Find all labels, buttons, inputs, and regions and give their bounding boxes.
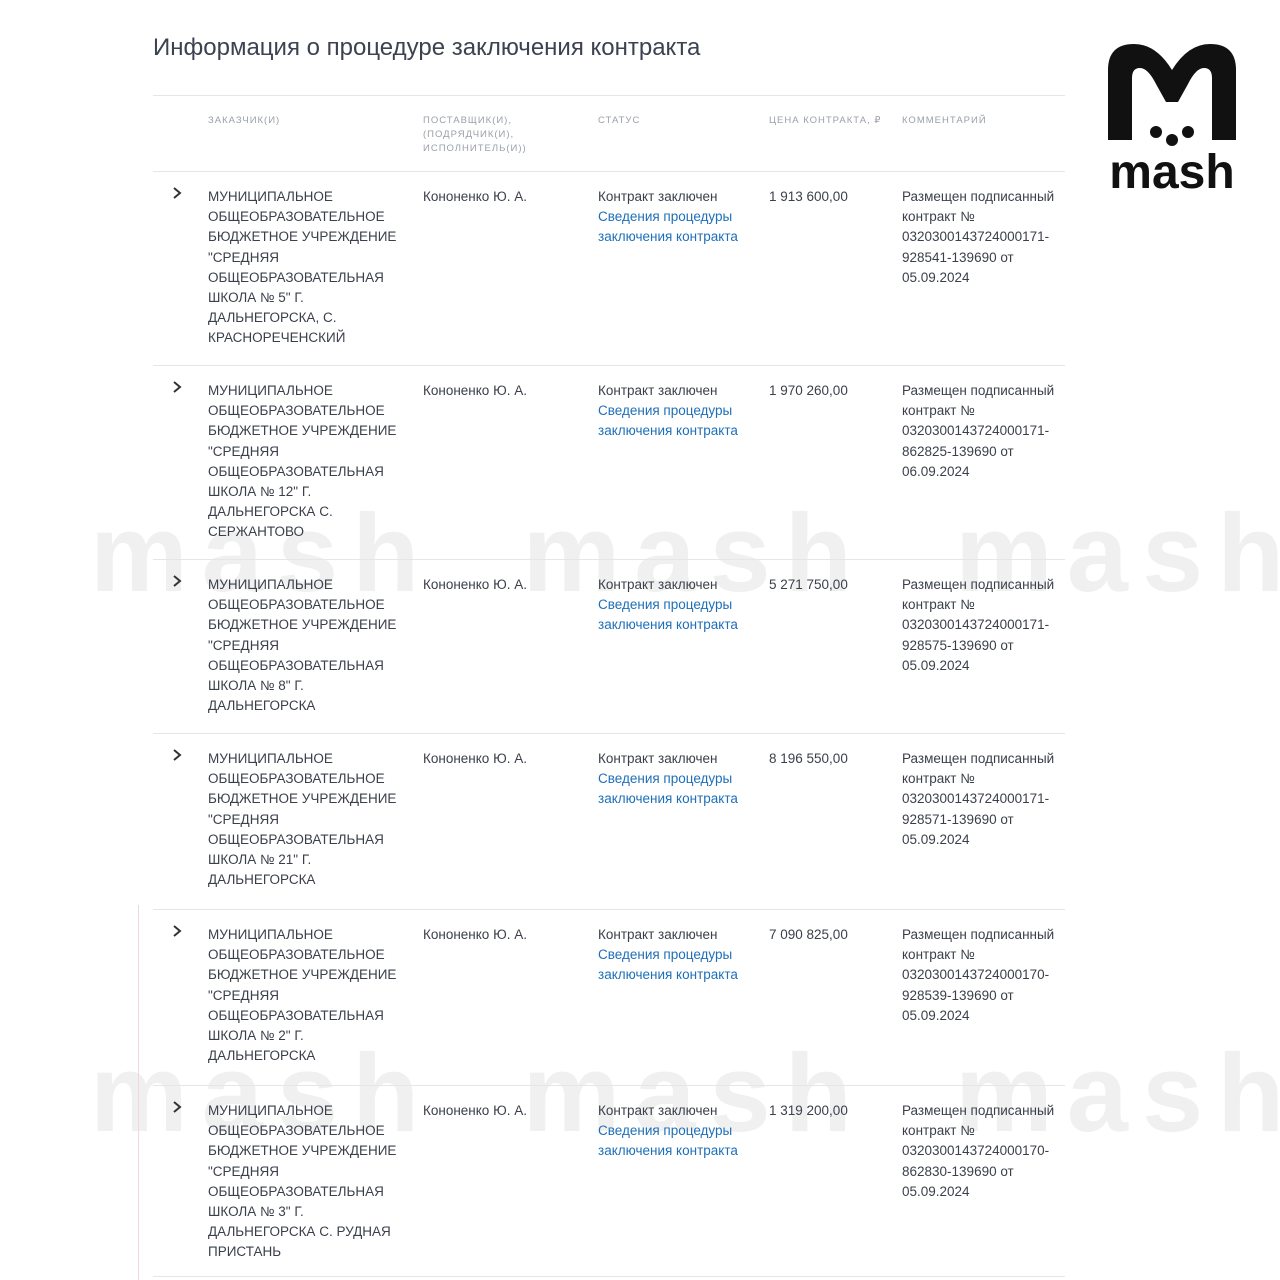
customer-name: МУНИЦИПАЛЬНОЕ ОБЩЕОБРАЗОВАТЕЛЬНОЕ БЮДЖЕТ… xyxy=(208,927,397,1064)
chevron-right-icon[interactable] xyxy=(171,1100,183,1114)
status-cell: Контракт заключен Сведения процедуры зак… xyxy=(598,575,748,636)
table-header: Заказчик(и) Поставщик(и), (подрядчик(и),… xyxy=(153,96,1065,172)
status-text: Контракт заключен xyxy=(598,189,718,204)
customer-name: МУНИЦИПАЛЬНОЕ ОБЩЕОБРАЗОВАТЕЛЬНОЕ БЮДЖЕТ… xyxy=(208,751,397,888)
chevron-right-icon[interactable] xyxy=(171,186,183,200)
customer-name: МУНИЦИПАЛЬНОЕ ОБЩЕОБРАЗОВАТЕЛЬНОЕ БЮДЖЕТ… xyxy=(208,1103,397,1260)
comment-text: Размещен подписанный контракт № 03203001… xyxy=(902,927,1055,1023)
contract-price: 7 090 825,00 xyxy=(769,927,848,942)
procedure-details-link[interactable]: Сведения процедуры заключения контракта xyxy=(598,403,738,439)
supplier-name: Кононенко Ю. А. xyxy=(423,751,527,766)
status-text: Контракт заключен xyxy=(598,577,718,592)
table-row: МУНИЦИПАЛЬНОЕ ОБЩЕОБРАЗОВАТЕЛЬНОЕ БЮДЖЕТ… xyxy=(153,910,1065,1086)
status-text: Контракт заключен xyxy=(598,1103,718,1118)
divider xyxy=(138,905,139,1280)
contract-price: 1 913 600,00 xyxy=(769,189,848,204)
table-row: МУНИЦИПАЛЬНОЕ ОБЩЕОБРАЗОВАТЕЛЬНОЕ БЮДЖЕТ… xyxy=(153,560,1065,734)
comment-text: Размещен подписанный контракт № 03203001… xyxy=(902,383,1055,479)
contract-price: 1 970 260,00 xyxy=(769,383,848,398)
status-cell: Контракт заключен Сведения процедуры зак… xyxy=(598,749,748,810)
procedure-details-link[interactable]: Сведения процедуры заключения контракта xyxy=(598,771,738,807)
header-price: Цена контракта, ₽ xyxy=(769,115,882,126)
status-cell: Контракт заключен Сведения процедуры зак… xyxy=(598,381,748,442)
table-row: МУНИЦИПАЛЬНОЕ ОБЩЕОБРАЗОВАТЕЛЬНОЕ БЮДЖЕТ… xyxy=(153,172,1065,366)
mash-logo: mash xyxy=(1108,44,1236,192)
supplier-name: Кононенко Ю. А. xyxy=(423,577,527,592)
procedure-details-link[interactable]: Сведения процедуры заключения контракта xyxy=(598,209,738,245)
contract-price: 8 196 550,00 xyxy=(769,751,848,766)
chevron-right-icon[interactable] xyxy=(171,574,183,588)
header-comment: Комментарий xyxy=(902,115,987,126)
status-text: Контракт заключен xyxy=(598,383,718,398)
header-supplier: Поставщик(и), (подрядчик(и), исполнитель… xyxy=(423,115,527,154)
page-title: Информация о процедуре заключения контра… xyxy=(153,34,701,61)
customer-name: МУНИЦИПАЛЬНОЕ ОБЩЕОБРАЗОВАТЕЛЬНОЕ БЮДЖЕТ… xyxy=(208,577,397,714)
contracts-table: Заказчик(и) Поставщик(и), (подрядчик(и),… xyxy=(153,95,1065,1277)
supplier-name: Кононенко Ю. А. xyxy=(423,927,527,942)
comment-text: Размещен подписанный контракт № 03203001… xyxy=(902,1103,1055,1199)
table-row: МУНИЦИПАЛЬНОЕ ОБЩЕОБРАЗОВАТЕЛЬНОЕ БЮДЖЕТ… xyxy=(153,366,1065,560)
comment-text: Размещен подписанный контракт № 03203001… xyxy=(902,189,1055,285)
chevron-right-icon[interactable] xyxy=(171,380,183,394)
procedure-details-link[interactable]: Сведения процедуры заключения контракта xyxy=(598,597,738,633)
chevron-right-icon[interactable] xyxy=(171,748,183,762)
status-text: Контракт заключен xyxy=(598,751,718,766)
supplier-name: Кононенко Ю. А. xyxy=(423,189,527,204)
status-text: Контракт заключен xyxy=(598,927,718,942)
header-customer: Заказчик(и) xyxy=(208,115,281,126)
supplier-name: Кононенко Ю. А. xyxy=(423,383,527,398)
comment-text: Размещен подписанный контракт № 03203001… xyxy=(902,577,1055,673)
header-status: Статус xyxy=(598,115,641,126)
svg-text:mash: mash xyxy=(1109,146,1234,192)
contract-price: 1 319 200,00 xyxy=(769,1103,848,1118)
table-row: МУНИЦИПАЛЬНОЕ ОБЩЕОБРАЗОВАТЕЛЬНОЕ БЮДЖЕТ… xyxy=(153,1086,1065,1277)
supplier-name: Кононенко Ю. А. xyxy=(423,1103,527,1118)
status-cell: Контракт заключен Сведения процедуры зак… xyxy=(598,187,748,248)
procedure-details-link[interactable]: Сведения процедуры заключения контракта xyxy=(598,947,738,983)
customer-name: МУНИЦИПАЛЬНОЕ ОБЩЕОБРАЗОВАТЕЛЬНОЕ БЮДЖЕТ… xyxy=(208,383,397,540)
status-cell: Контракт заключен Сведения процедуры зак… xyxy=(598,1101,748,1162)
chevron-right-icon[interactable] xyxy=(171,924,183,938)
comment-text: Размещен подписанный контракт № 03203001… xyxy=(902,751,1055,847)
customer-name: МУНИЦИПАЛЬНОЕ ОБЩЕОБРАЗОВАТЕЛЬНОЕ БЮДЖЕТ… xyxy=(208,189,397,346)
status-cell: Контракт заключен Сведения процедуры зак… xyxy=(598,925,748,986)
contract-price: 5 271 750,00 xyxy=(769,577,848,592)
procedure-details-link[interactable]: Сведения процедуры заключения контракта xyxy=(598,1123,738,1159)
table-row: МУНИЦИПАЛЬНОЕ ОБЩЕОБРАЗОВАТЕЛЬНОЕ БЮДЖЕТ… xyxy=(153,734,1065,910)
